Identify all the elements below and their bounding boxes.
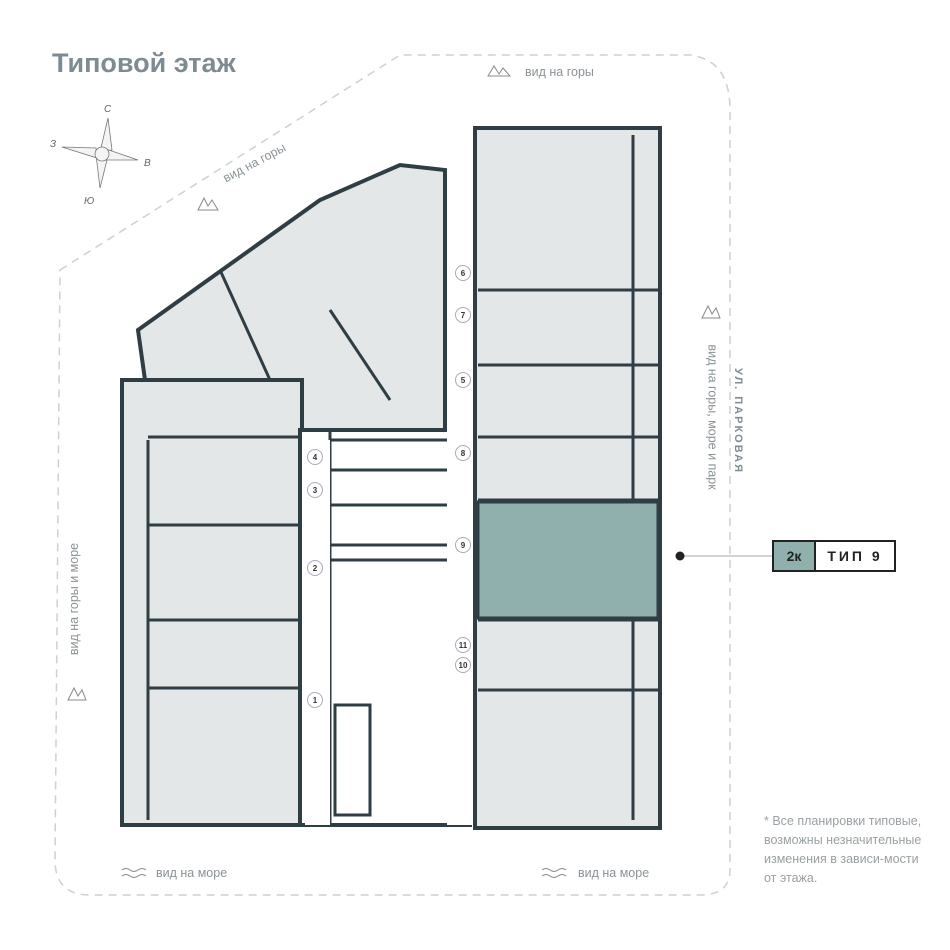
sea-wave-icon xyxy=(121,868,567,878)
site-boundary xyxy=(54,54,731,896)
compass-east-label: В xyxy=(144,158,151,169)
building xyxy=(120,126,662,830)
unit-marker-9[interactable]: 9 xyxy=(455,537,471,553)
view-label-bottom-right: вид на море xyxy=(578,866,650,880)
compass-south-label: Ю xyxy=(84,196,95,207)
view-label-top: вид на горы xyxy=(525,65,594,79)
badge-leader-dot xyxy=(675,551,685,561)
right-wing xyxy=(473,126,662,830)
unit-marker-8[interactable]: 8 xyxy=(455,445,471,461)
mountain-icon xyxy=(67,65,721,701)
room-count: 2к xyxy=(774,542,816,570)
unit-marker-6[interactable]: 6 xyxy=(455,265,471,281)
unit-marker-2[interactable]: 2 xyxy=(307,560,323,576)
unit-marker-7[interactable]: 7 xyxy=(455,307,471,323)
compass-rose-icon xyxy=(61,117,139,189)
unit-marker-4[interactable]: 4 xyxy=(307,449,323,465)
unit-marker-11[interactable]: 11 xyxy=(455,637,471,653)
unit-marker-3[interactable]: 3 xyxy=(307,482,323,498)
corridor-left xyxy=(305,440,330,825)
selected-unit-badge[interactable]: 2к ТИП 9 xyxy=(772,540,896,572)
view-label-right: вид на горы, море и парк xyxy=(705,344,720,490)
view-label-left: вид на горы и море xyxy=(67,542,82,656)
unit-type: ТИП 9 xyxy=(827,548,883,564)
view-label-bottom-left: вид на море xyxy=(156,866,228,880)
corridor-right xyxy=(447,160,473,825)
left-wing xyxy=(120,378,304,827)
unit-marker-1[interactable]: 1 xyxy=(307,692,323,708)
unit-marker-10[interactable]: 10 xyxy=(455,657,471,673)
compass-west-label: З xyxy=(50,139,57,150)
disclaimer-note: * Все планировки типовые, возможны незна… xyxy=(764,814,922,885)
street-label: УЛ. ПАРКОВАЯ xyxy=(731,368,744,474)
compass-north-label: С xyxy=(104,104,112,115)
selected-apartment-type-9 xyxy=(476,500,660,620)
page-title: Типовой этаж xyxy=(52,48,236,78)
unit-marker-5[interactable]: 5 xyxy=(455,372,471,388)
